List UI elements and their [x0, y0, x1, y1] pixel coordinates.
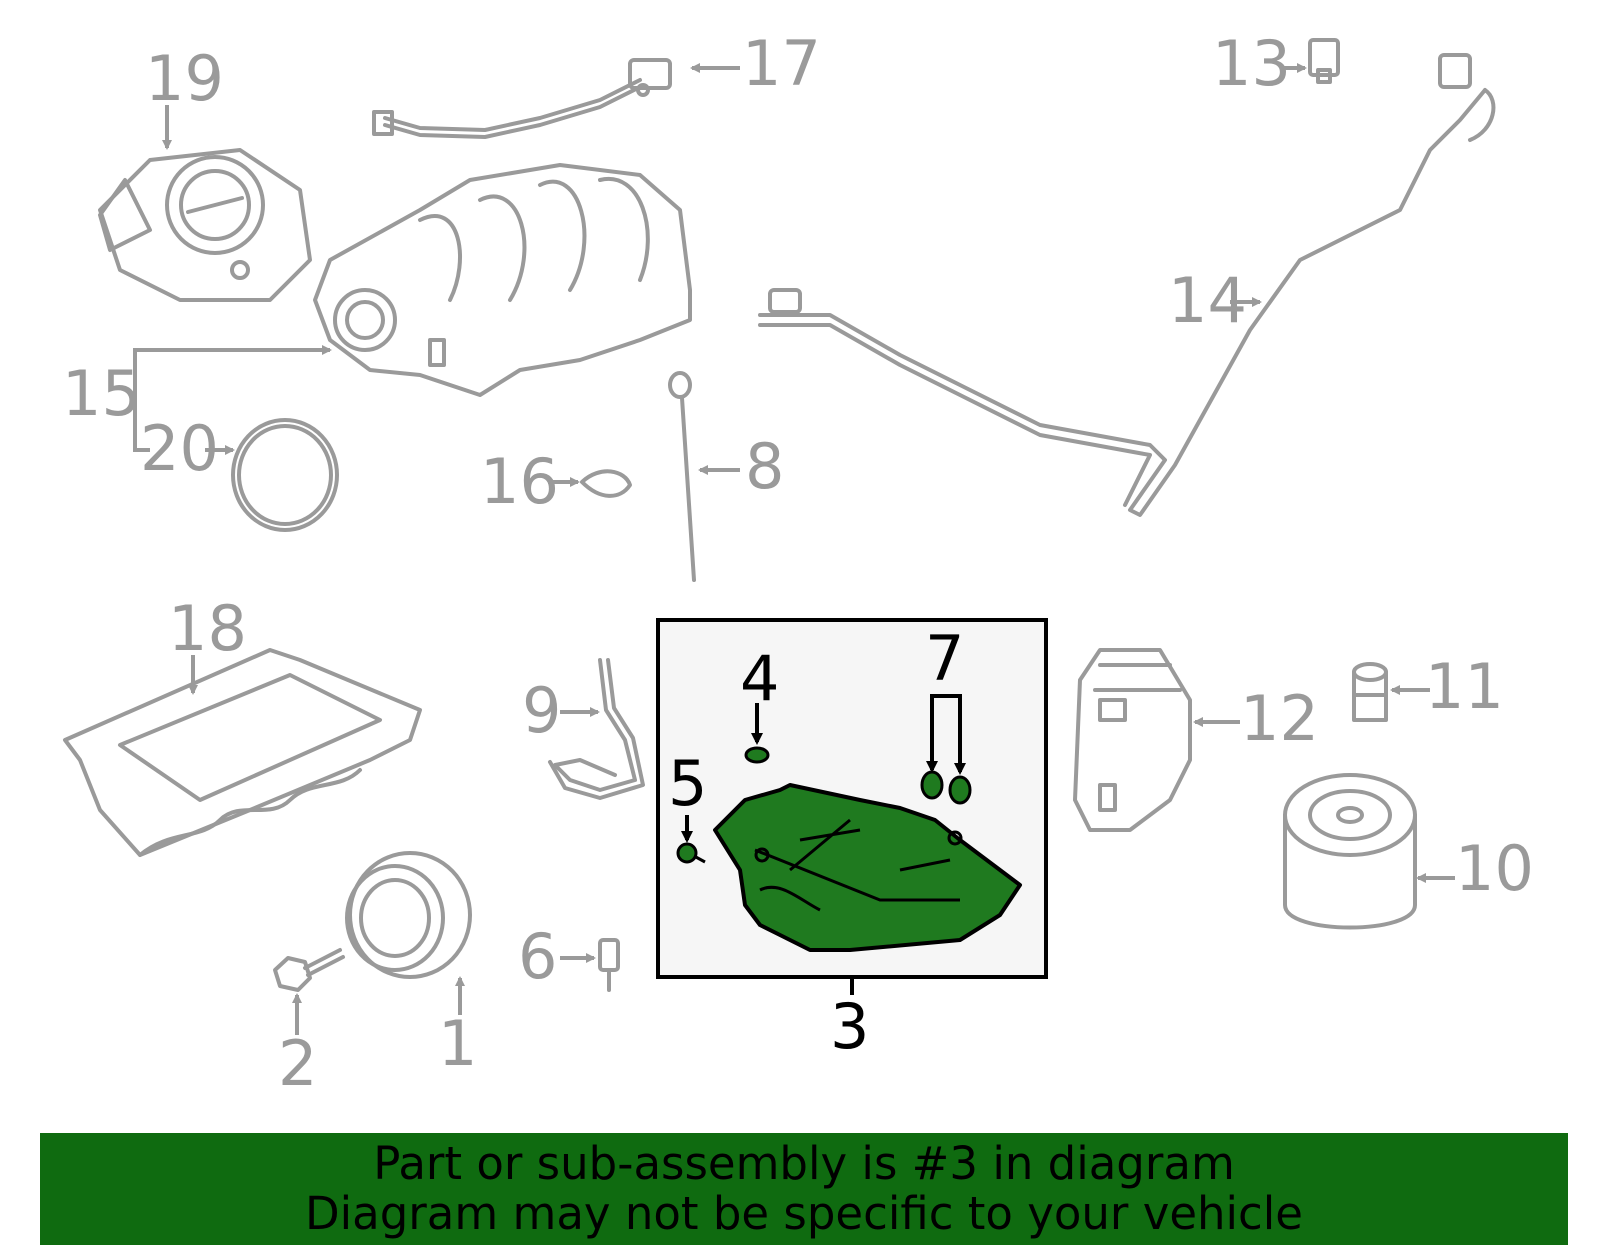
drain-bolt-part[interactable] — [676, 842, 706, 864]
oil-baffle-part[interactable] — [63, 648, 422, 857]
banner-line-1: Part or sub-assembly is #3 in diagram — [373, 1137, 1235, 1190]
callout-14[interactable]: 14 — [1168, 264, 1247, 337]
callout-8[interactable]: 8 — [745, 430, 784, 503]
callout-12[interactable]: 12 — [1240, 682, 1319, 755]
gasket-ring-part[interactable] — [231, 418, 339, 532]
callout-3[interactable]: 3 — [830, 990, 869, 1063]
callout-7[interactable]: 7 — [925, 622, 964, 695]
callout-5[interactable]: 5 — [668, 747, 707, 820]
callout-17[interactable]: 17 — [742, 27, 821, 100]
info-banner: Part or sub-assembly is #3 in diagram Di… — [40, 1133, 1568, 1245]
intake-manifold-part[interactable] — [313, 163, 692, 397]
oil-pickup-tube-part[interactable] — [548, 658, 645, 800]
bolt-part[interactable] — [273, 948, 345, 992]
callout-20[interactable]: 20 — [140, 412, 219, 485]
parts-diagram: 19 17 15 20 16 8 — [62, 27, 1534, 1100]
selected-part-box[interactable]: 4 5 7 — [656, 618, 1048, 979]
sensor-6-part[interactable] — [598, 938, 620, 992]
dipstick-part[interactable] — [668, 371, 696, 582]
crank-pulley-part[interactable] — [345, 851, 472, 979]
sensor-harness-17-part[interactable] — [372, 58, 672, 139]
callout-10[interactable]: 10 — [1455, 832, 1534, 905]
leader-15 — [133, 345, 332, 440]
throttle-body-part[interactable] — [98, 148, 312, 302]
callout-15[interactable]: 15 — [62, 357, 141, 430]
oil-cooler-part[interactable] — [1073, 648, 1192, 832]
drain-plug-part[interactable] — [744, 746, 770, 764]
callout-19[interactable]: 19 — [145, 42, 224, 115]
callout-1[interactable]: 1 — [438, 1007, 477, 1080]
callout-18[interactable]: 18 — [168, 592, 247, 665]
callout-13[interactable]: 13 — [1212, 27, 1291, 100]
oil-pan-part[interactable] — [713, 783, 1022, 952]
seal-7b-part[interactable] — [948, 775, 972, 805]
callout-6[interactable]: 6 — [518, 920, 557, 993]
wiring-harness-part[interactable] — [758, 53, 1496, 517]
sensor-13-part[interactable] — [1308, 38, 1340, 84]
small-gasket-part[interactable] — [580, 469, 632, 498]
callout-11[interactable]: 11 — [1425, 650, 1504, 723]
oil-filter-part[interactable] — [1283, 773, 1417, 930]
callout-9[interactable]: 9 — [522, 674, 561, 747]
callout-2[interactable]: 2 — [278, 1027, 317, 1100]
callout-4[interactable]: 4 — [740, 642, 779, 715]
callout-16[interactable]: 16 — [480, 445, 559, 518]
banner-line-2: Diagram may not be specific to your vehi… — [305, 1187, 1303, 1240]
seal-7a-part[interactable] — [920, 770, 944, 800]
leader-15-branch — [133, 440, 150, 452]
fitting-11-part[interactable] — [1352, 662, 1388, 722]
